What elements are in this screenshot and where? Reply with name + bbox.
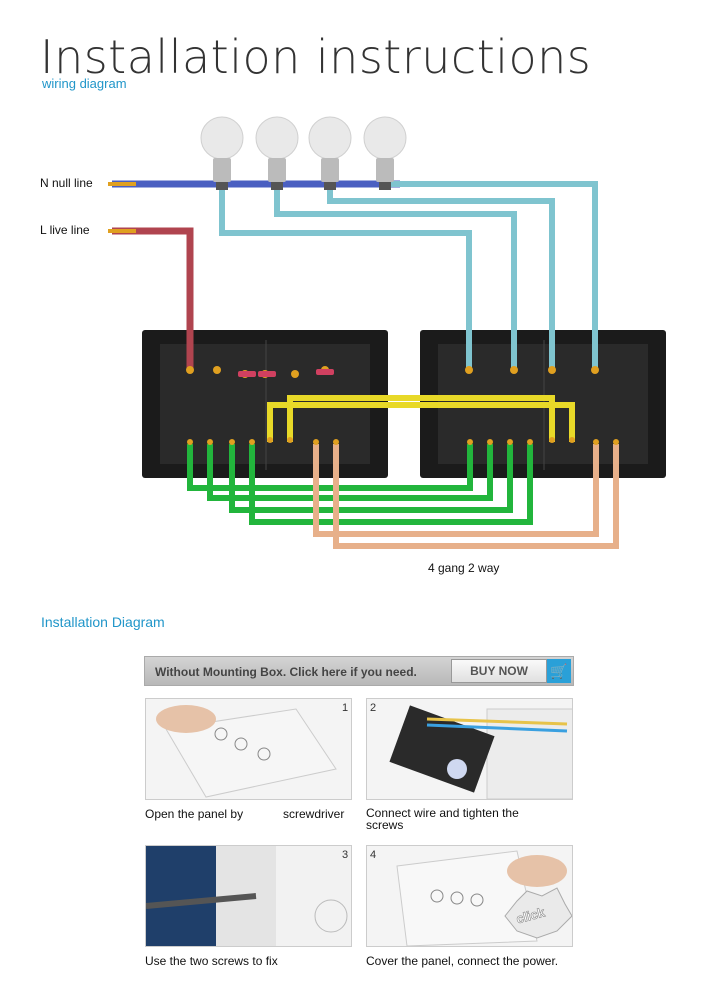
banner-text[interactable]: Without Mounting Box. Click here if you … bbox=[155, 665, 417, 679]
traveler-green-3 bbox=[229, 444, 513, 513]
step-4-photo: click bbox=[366, 845, 573, 947]
step-1-number: 1 bbox=[342, 702, 349, 714]
step-3-photo bbox=[145, 845, 352, 947]
step-2-number: 2 bbox=[370, 702, 377, 714]
step-1-caption: Open the panel by bbox=[145, 807, 244, 821]
live-line-label: L live line bbox=[40, 223, 90, 237]
traveler-green-2 bbox=[207, 444, 493, 501]
bulb-3 bbox=[308, 116, 352, 190]
buy-now-button[interactable]: BUY NOW bbox=[451, 659, 547, 683]
step-3-number: 3 bbox=[342, 849, 349, 861]
traveler-yellow-1 bbox=[267, 402, 575, 442]
bulb-1 bbox=[200, 116, 244, 190]
traveler-peach-1 bbox=[313, 444, 599, 537]
traveler-peach-2 bbox=[333, 444, 619, 549]
traveler-yellow-2 bbox=[287, 395, 555, 442]
step-1-caption-tool: screwdriver bbox=[283, 807, 345, 821]
bulb-2 bbox=[255, 116, 299, 190]
step-2-photo bbox=[366, 698, 573, 800]
bulb-4 bbox=[363, 116, 407, 190]
page-title: Installation instructions bbox=[40, 30, 592, 84]
load-wire-3 bbox=[327, 190, 555, 368]
step-4-number: 4 bbox=[370, 849, 377, 861]
wiring-subtitle: wiring diagram bbox=[42, 76, 127, 91]
load-wire-2 bbox=[274, 190, 517, 368]
traveler-green-4 bbox=[249, 444, 533, 525]
step-4-caption: Cover the panel, connect the power. bbox=[366, 954, 559, 968]
step-2-caption: Connect wire and tighten the screws bbox=[366, 806, 519, 832]
load-wire-1 bbox=[219, 190, 472, 368]
step-1-photo bbox=[145, 698, 352, 800]
cart-icon[interactable]: 🛒 bbox=[547, 659, 571, 683]
wiring-caption: 4 gang 2 way bbox=[428, 561, 500, 575]
mounting-box-banner[interactable]: Without Mounting Box. Click here if you … bbox=[144, 656, 574, 686]
neutral-line-label: N null line bbox=[40, 176, 93, 190]
traveler-green-1 bbox=[187, 444, 473, 491]
installation-section-title: Installation Diagram bbox=[41, 614, 165, 630]
wiring-diagram bbox=[108, 116, 666, 549]
step-3-caption: Use the two screws to fix bbox=[145, 954, 278, 968]
load-wire-4 bbox=[385, 181, 598, 368]
live-wire bbox=[112, 227, 194, 368]
